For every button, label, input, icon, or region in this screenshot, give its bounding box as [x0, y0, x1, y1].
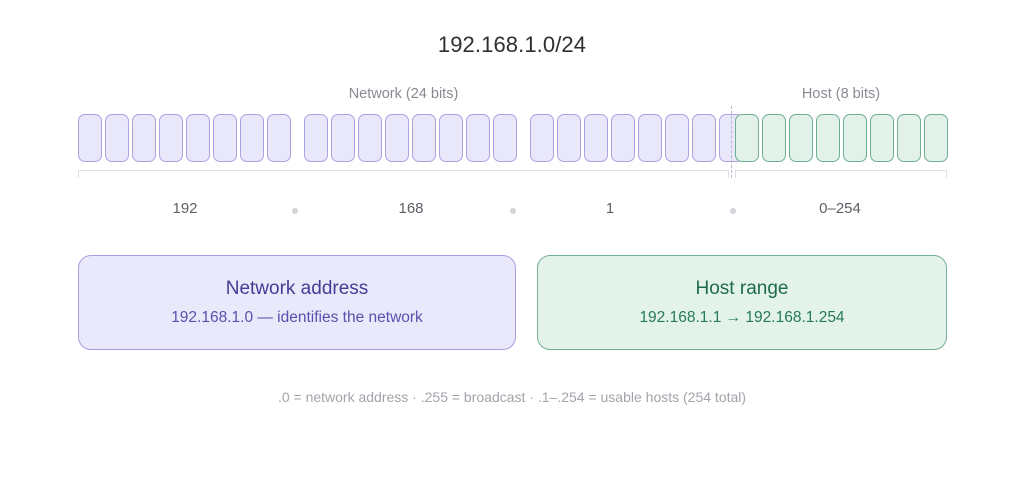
network-octet-group	[304, 114, 517, 162]
host-range-card: Host range 192.168.1.1 → 192.168.1.254	[537, 255, 947, 350]
network-bit-cell	[267, 114, 291, 162]
octet-separator-dot	[730, 208, 736, 214]
network-bit-cell	[557, 114, 581, 162]
network-bit-cell	[466, 114, 490, 162]
host-range-card-title: Host range	[695, 278, 789, 299]
octet-separator-dot	[292, 208, 298, 214]
network-bit-cell	[331, 114, 355, 162]
host-range-card-subtitle: 192.168.1.1 → 192.168.1.254	[639, 309, 845, 326]
host-bit-cell	[843, 114, 867, 162]
network-bit-cell	[638, 114, 662, 162]
host-bit-cell	[762, 114, 786, 162]
octet-value-label: 0–254	[819, 200, 861, 217]
host-bit-cell	[735, 114, 759, 162]
network-bit-cell	[412, 114, 436, 162]
octet-value-label: 168	[398, 200, 424, 217]
octet-value-label: 1	[605, 200, 615, 217]
network-bit-cell	[213, 114, 237, 162]
host-span-bracket	[735, 170, 947, 178]
legend-footnote: .0 = network address · .255 = broadcast …	[277, 389, 747, 405]
network-span-bracket	[78, 170, 729, 178]
network-bit-cell	[132, 114, 156, 162]
network-bit-cell	[105, 114, 129, 162]
network-octet-group	[78, 114, 291, 162]
network-bit-cell	[493, 114, 517, 162]
network-bit-cell	[692, 114, 716, 162]
network-bit-cell	[611, 114, 635, 162]
octet-label-row: 192 168 1 0–254	[78, 200, 947, 224]
network-bit-cell	[159, 114, 183, 162]
network-bit-cell	[439, 114, 463, 162]
network-segment-caption: Network (24 bits)	[348, 86, 459, 102]
network-address-card: Network address 192.168.1.0 — identifies…	[78, 255, 516, 350]
network-address-card-subtitle: 192.168.1.0 — identifies the network	[171, 309, 423, 326]
network-bit-cell	[304, 114, 328, 162]
host-octet-group	[735, 114, 948, 162]
page-title: 192.168.1.0/24	[437, 32, 587, 57]
host-segment-caption: Host (8 bits)	[801, 86, 881, 102]
host-bit-cell	[870, 114, 894, 162]
network-bit-cell	[358, 114, 382, 162]
network-host-divider	[731, 106, 732, 178]
network-bit-cell	[186, 114, 210, 162]
network-octet-group	[530, 114, 743, 162]
network-bit-cell	[385, 114, 409, 162]
host-bit-cell	[924, 114, 948, 162]
octet-value-label: 192	[172, 200, 198, 217]
host-bit-cell	[816, 114, 840, 162]
bit-strip	[78, 114, 948, 162]
host-bit-cell	[789, 114, 813, 162]
network-bit-cell	[665, 114, 689, 162]
network-bit-cell	[78, 114, 102, 162]
octet-separator-dot	[510, 208, 516, 214]
network-bit-cell	[584, 114, 608, 162]
network-bit-cell	[240, 114, 264, 162]
network-bit-cell	[530, 114, 554, 162]
host-bit-cell	[897, 114, 921, 162]
network-address-card-title: Network address	[225, 278, 369, 299]
